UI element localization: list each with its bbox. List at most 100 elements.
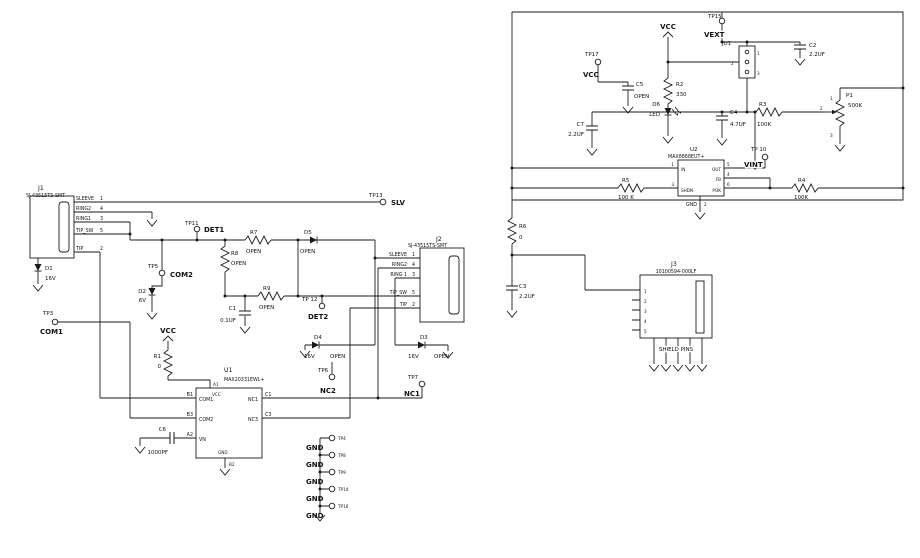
r8-ref-label: R8 <box>231 251 239 257</box>
d3-value-label: 16V <box>408 354 419 360</box>
gnd-net-label-5: GND <box>306 512 324 520</box>
d4-open-label: OPEN <box>330 354 345 360</box>
ic-u2: U2 MAX8868EUT+ IN SHDN OUT FB POK 1 3 5 … <box>668 147 730 208</box>
j3-ref-label: J3 <box>670 261 677 268</box>
tp9-ref-label: TP9 <box>337 470 346 475</box>
j3-pinnum-3: 3 <box>644 309 647 314</box>
tp15-ref-label: TP15 <box>707 14 722 20</box>
tp14-ref-label: TP14 <box>337 487 349 492</box>
resistor-r4: R4 100K <box>791 178 819 201</box>
u2-pinname-shdn: SHDN <box>681 188 693 193</box>
j1-part-label: SJ-43515TS-SMT <box>26 193 65 199</box>
tp5-ref-label: TP5 <box>147 264 159 270</box>
d4-ref-label: D4 <box>314 335 322 341</box>
d3-open-label: OPEN <box>434 354 449 360</box>
c6-value-label: 1000PF <box>148 450 168 456</box>
resistor-r8: R8 OPEN <box>220 245 246 273</box>
capacitor-c5: C5 OPEN <box>621 82 649 100</box>
u1-pinnum-b1: B1 <box>187 392 193 398</box>
u1-pinnum-c3: C3 <box>265 412 271 418</box>
testpoint-tp6: TP6 NC2 <box>317 368 336 395</box>
tp7-ref-label: TP7 <box>407 375 419 381</box>
u1-pinname-vcc: VCC <box>212 392 221 397</box>
r3-value-label: 100K <box>757 122 771 128</box>
j2-pin-ring1: RING 1 <box>390 272 407 278</box>
d6-value-label: LED <box>649 112 660 118</box>
r2-value-label: 330 <box>676 92 687 98</box>
connector-j1: J1 SJ-43515TS-SMT SLEEVE RING2 RING1 TIP… <box>26 185 103 259</box>
r7-value-label: OPEN <box>246 249 261 255</box>
c2-ref-label: C2 <box>809 43 816 49</box>
resistor-r3: R3 100K <box>755 102 783 128</box>
u2-pinname-pok: POK <box>712 188 721 193</box>
j1-pin-tipsw: TIP_SW <box>75 228 94 234</box>
u2-pinname-fb: FB <box>716 177 721 182</box>
u1-pinname-gnd: GND <box>218 450 228 455</box>
r3-ref-label: R3 <box>759 102 767 108</box>
vext-net-label: VEXT <box>704 31 725 39</box>
gnd-net-label-4: GND <box>306 495 324 503</box>
nc2-net-label: NC2 <box>320 387 336 395</box>
det1-net-label: DET1 <box>204 226 224 234</box>
testpoint-tp5: TP5 COM2 <box>147 264 193 279</box>
c2-value-label: 2.2UF <box>809 52 825 58</box>
j3-pinnum-5: 5 <box>644 329 647 334</box>
u1-part-label: MAX20331EWL+ <box>224 377 264 383</box>
u1-pinname-com2: COM2 <box>199 417 213 423</box>
u1-pinnum-b3: B3 <box>187 412 193 418</box>
nc1-net-label: NC1 <box>404 390 420 398</box>
r9-value-label: OPEN <box>259 305 274 311</box>
d2-ref-label: D2 <box>138 289 146 295</box>
resistor-r5: R5 100 K <box>617 178 645 201</box>
d1-value-label: 16V <box>45 276 56 282</box>
capacitor-c7: C7 2.2UF <box>568 122 599 138</box>
u1-pinname-nc3: NC3 <box>248 417 258 423</box>
u1-pinname-vn: VN <box>199 437 206 443</box>
capacitor-c3: C3 2.2UF <box>505 284 535 300</box>
diode-d5: D5 OPEN <box>300 230 318 255</box>
r1-ref-label: R1 <box>154 354 161 360</box>
u1-pinnum-a1: A1 <box>213 382 219 387</box>
ju1-pinnum-3: 3 <box>757 71 760 76</box>
vcc-net-label-tp17: VCC <box>583 71 599 79</box>
gnd-net-label-3: GND <box>306 478 324 486</box>
j3-shield-pins-label: SHIELD PINS <box>659 347 694 353</box>
testpoint-tp7: TP7 NC1 <box>404 375 426 398</box>
j3-part-label: 10100594-000LF <box>656 269 697 275</box>
ic-u1: U1 MAX20331EWL+ A1 VCC B1 B3 A2 COM1 COM… <box>187 367 272 467</box>
d4-value-label: 16V <box>304 354 315 360</box>
capacitor-c2: C2 2.2UF <box>793 43 825 58</box>
testpoint-tp10: TP 10 VINT <box>743 147 769 170</box>
u2-pinnum-in: 1 <box>671 162 674 167</box>
r2-ref-label: R2 <box>676 82 683 88</box>
testpoint-tp3: TP3 COM1 <box>40 311 63 336</box>
diode-d4: D4 16V OPEN <box>304 335 345 360</box>
r9-ref-label: R9 <box>263 286 271 292</box>
u2-pinnum-shdn: 3 <box>671 182 674 187</box>
potentiometer-wiper-arrow <box>832 109 837 115</box>
d5-ref-label: D5 <box>304 230 312 236</box>
u2-pinname-in: IN <box>681 167 685 172</box>
d2-value-label: 6V <box>139 298 146 304</box>
c7-ref-label: C7 <box>577 122 585 128</box>
c4-ref-label: C4 <box>730 110 738 116</box>
j2-pin-tip: TIP <box>399 302 407 308</box>
r6-value-label: 0 <box>519 235 523 241</box>
wires-right <box>511 11 904 364</box>
tp3-ref-label: TP3 <box>42 311 54 317</box>
u2-pinname-out: OUT <box>712 167 721 172</box>
j1-pin-tip: TIP <box>75 246 83 252</box>
jumper-ju1: JU1 1 2 3 <box>721 41 760 79</box>
connector-j2: J2 SJ-43515TS-SMT SLEEVE RING2 RING 1 TI… <box>389 236 465 323</box>
j2-part-label: SJ-43515TS-SMT <box>408 243 447 249</box>
p1-ref-label: P1 <box>846 93 853 99</box>
tp13-ref-label: TP13 <box>368 193 383 199</box>
r5-value-label: 100 K <box>618 195 634 201</box>
diode-d3: D3 16V OPEN <box>408 335 449 360</box>
det2-net-label: DET2 <box>308 313 328 321</box>
u2-part-label: MAX8868EUT+ <box>668 154 704 160</box>
vcc-net-label-left: VCC <box>160 327 176 335</box>
c1-value-label: 0.1UF <box>220 318 236 324</box>
resistor-r9: R9 OPEN <box>257 286 285 311</box>
vcc-net-label-right: VCC <box>660 23 676 31</box>
